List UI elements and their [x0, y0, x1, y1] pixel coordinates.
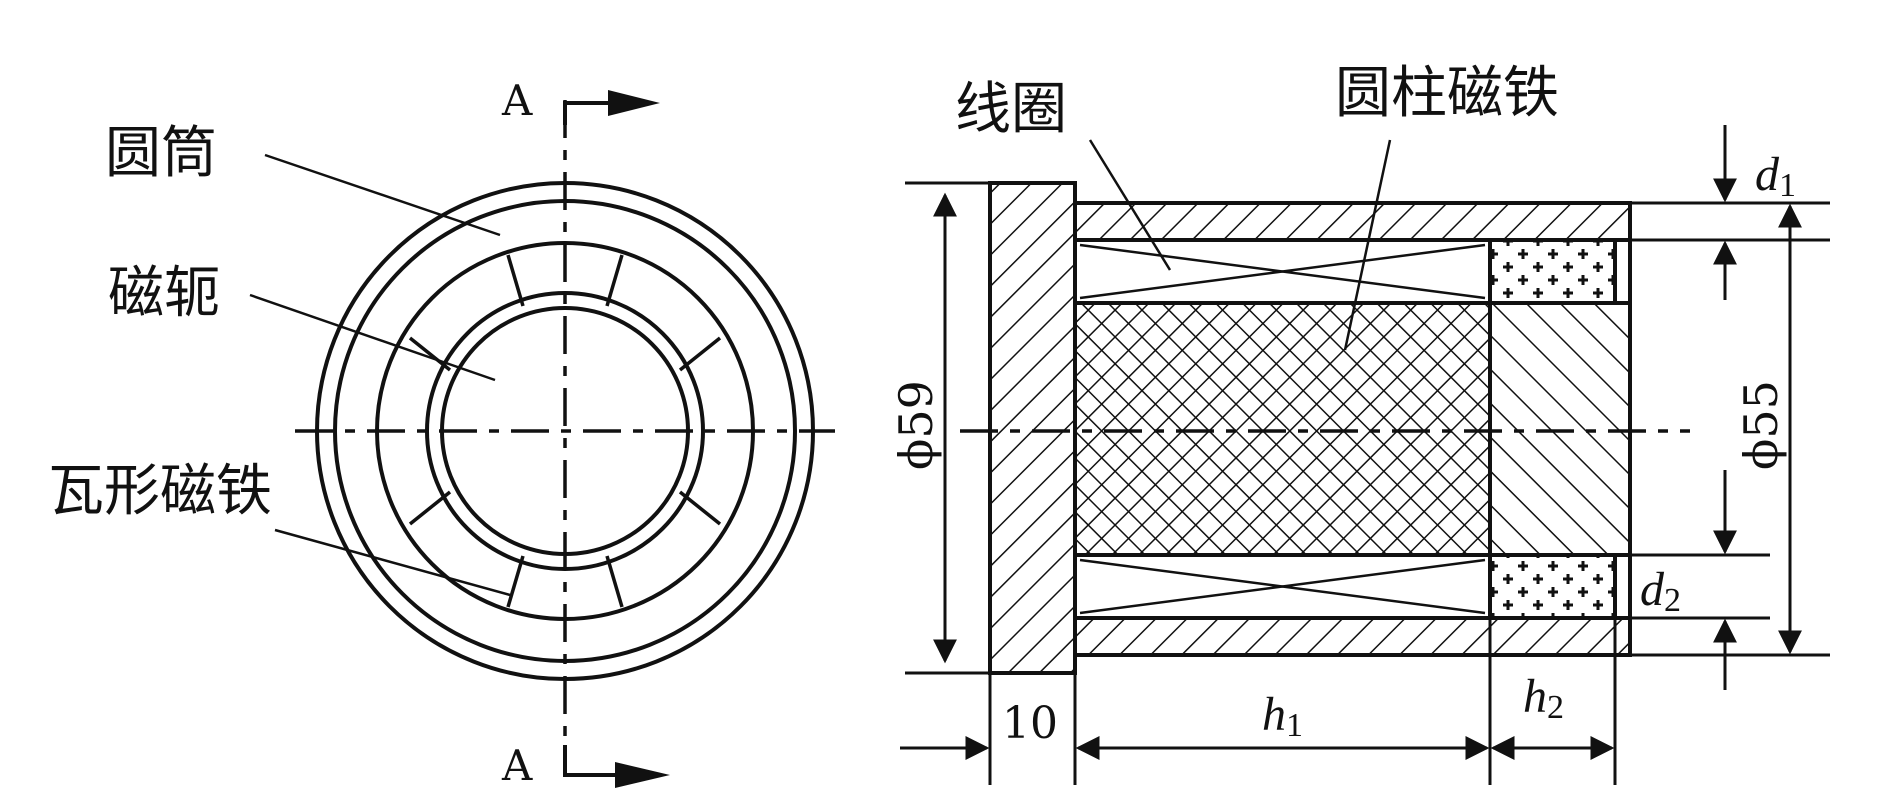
dim-phi59-label: ϕ59 [889, 380, 943, 470]
dim-h1-label: h1 [1262, 688, 1303, 744]
leader-coil [1088, 139, 1172, 271]
dim-h2-label: h2 [1523, 670, 1564, 726]
dim-d1-label: d1 [1755, 148, 1796, 204]
label-tile-magnet: 瓦形磁铁 [48, 459, 272, 524]
leader-cylinder [264, 153, 501, 237]
leader-cylinder-magnet [1343, 139, 1392, 351]
section-mark-bottom [563, 745, 615, 777]
spacer-top [1488, 238, 1617, 305]
label-cylinder: 圆筒 [105, 121, 217, 186]
left-view [249, 90, 835, 788]
left-view-labels: A A 圆筒 磁轭 瓦形磁铁 [48, 76, 533, 790]
dim-10-label: 10 [1002, 698, 1058, 749]
coil-bottom-winding-2 [1079, 558, 1486, 615]
dim-d2-label: d2 [1640, 563, 1681, 619]
tile-magnet-segments [408, 254, 722, 608]
section-arrow-top-icon [608, 90, 660, 116]
pole-piece [1488, 301, 1632, 557]
section-label-top: A [501, 76, 533, 125]
label-yoke: 磁轭 [108, 261, 220, 326]
shell-bottom [1073, 616, 1632, 657]
section-mark-top [563, 101, 608, 125]
shell-top [1073, 201, 1632, 242]
label-coil: 线圈 [955, 77, 1067, 142]
cylinder-magnet [1073, 301, 1492, 557]
base-plate [988, 181, 1077, 675]
section-label-bottom: A [501, 741, 533, 790]
spacer-bottom [1488, 553, 1617, 620]
dim-phi55-label: ϕ55 [1734, 380, 1788, 470]
right-view [900, 125, 1830, 785]
leader-yoke [249, 293, 496, 382]
leader-tile-magnet [274, 528, 511, 597]
right-view-labels: 线圈 圆柱磁铁 d1 d2 ϕ59 ϕ55 10 h1 h2 [889, 61, 1796, 749]
label-cylinder-magnet: 圆柱磁铁 [1335, 61, 1559, 126]
section-arrow-bottom-icon [615, 762, 670, 788]
coil-top-winding-2 [1079, 243, 1486, 300]
